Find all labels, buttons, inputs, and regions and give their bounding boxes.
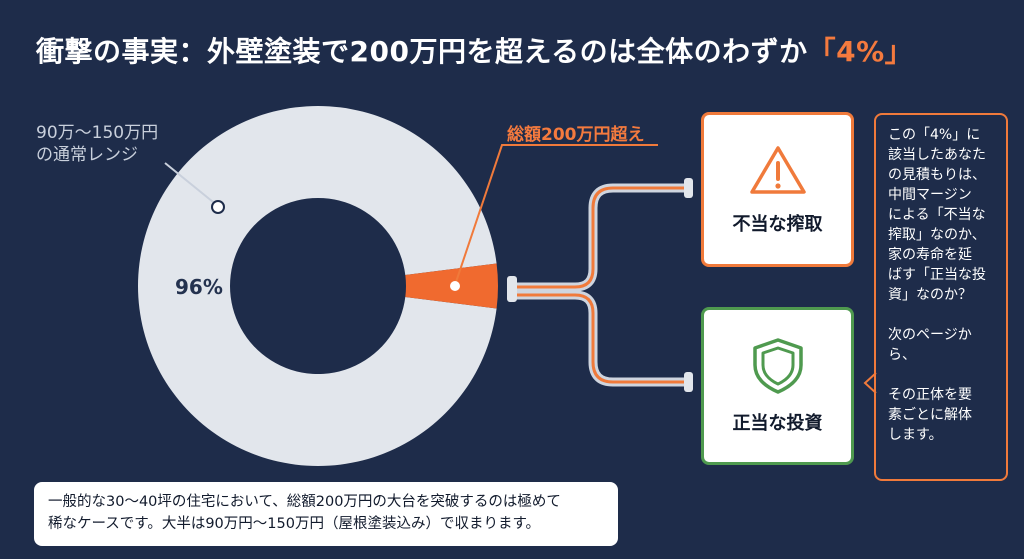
normal-percent-label: 96% [175,275,223,299]
side-explanation-box: この「4%」に 該当したあなた の見積もりは、 中間マージン による「不当な 搾… [874,113,1008,481]
over-leader-line [454,144,658,286]
over-200-label: 総額200万円超え [507,125,645,145]
invest-card: 正当な投資 [701,307,854,465]
page-title: 衝撃の事実：外壁塗装で200万円を超えるのは全体のわずか「4%」 [36,30,913,70]
shield-icon [752,338,803,394]
normal-range-label: 90万〜150万円 の通常レンジ [36,123,159,165]
exploit-card-label: 不当な搾取 [732,213,823,235]
footnote-box: 一般的な30〜40坪の住宅において、総額200万円の大台を突破するのは極めて 稀… [34,482,618,546]
invest-card-label: 正当な投資 [732,413,823,434]
title-highlight: 「4%」 [807,35,914,68]
donut-slice-normal-range [138,105,497,466]
warning-triangle-icon [749,145,806,194]
normal-marker-dot [211,200,225,214]
side-box-pointer [863,372,877,394]
branch-connector [507,178,693,392]
over-marker-dot [450,281,460,291]
normal-leader-line [164,162,219,207]
title-main: 衝撃の事実：外壁塗装で200万円を超えるのは全体のわずか [36,35,808,68]
exploit-card: 不当な搾取 [701,112,854,267]
